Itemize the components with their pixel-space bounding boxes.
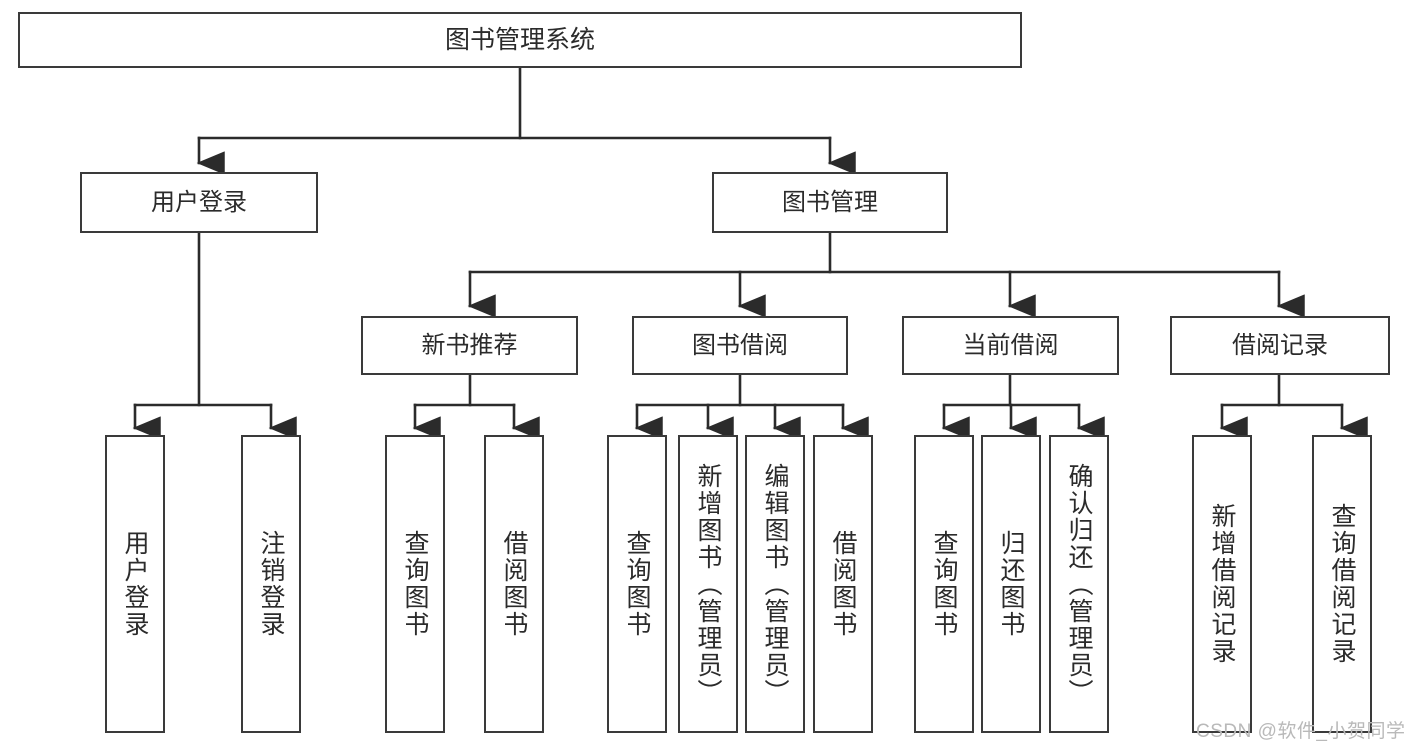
leaf-user-login-login[interactable]: 用户登录 xyxy=(105,435,165,733)
leaf-current-borrow-return-book[interactable]: 归还图书 xyxy=(981,435,1041,733)
leaf-current-borrow-query-book[interactable]: 查询图书 xyxy=(914,435,974,733)
leaf-borrow-record-query-record[interactable]: 查询借阅记录 xyxy=(1312,435,1372,733)
node-label: 当前借阅 xyxy=(962,331,1059,359)
leaf-new-book-borrow-book[interactable]: 借阅图书 xyxy=(484,435,544,733)
csdn-watermark: CSDN @软件_小贺同学 xyxy=(1196,721,1405,742)
node-label: 图书管理 xyxy=(782,188,878,216)
node-book-borrow[interactable]: 图书借阅 xyxy=(632,316,848,375)
node-current-borrow[interactable]: 当前借阅 xyxy=(902,316,1119,375)
node-label: 编辑图书（管理员） xyxy=(761,462,789,706)
node-label: 确认归还（管理员） xyxy=(1065,462,1093,706)
node-label: 借阅图书 xyxy=(500,530,528,638)
node-root-book-management-system[interactable]: 图书管理系统 xyxy=(18,12,1022,68)
node-borrow-record[interactable]: 借阅记录 xyxy=(1170,316,1390,375)
node-label: 用户登录 xyxy=(121,530,149,638)
node-label: 查询图书 xyxy=(623,530,651,638)
leaf-book-borrow-borrow-book[interactable]: 借阅图书 xyxy=(813,435,873,733)
leaf-new-book-query-book[interactable]: 查询图书 xyxy=(385,435,445,733)
node-label: 归还图书 xyxy=(997,530,1025,638)
leaf-user-login-logout[interactable]: 注销登录 xyxy=(241,435,301,733)
node-label: 图书管理系统 xyxy=(444,25,595,54)
leaf-borrow-record-add-record[interactable]: 新增借阅记录 xyxy=(1192,435,1252,733)
node-label: 查询图书 xyxy=(401,530,429,638)
node-label: 借阅记录 xyxy=(1232,331,1328,359)
node-book-management[interactable]: 图书管理 xyxy=(712,172,948,233)
node-label: 注销登录 xyxy=(257,530,285,638)
node-user-login[interactable]: 用户登录 xyxy=(80,172,318,233)
node-label: 查询借阅记录 xyxy=(1328,503,1356,665)
node-label: 新书推荐 xyxy=(421,331,518,359)
node-new-book-recommend[interactable]: 新书推荐 xyxy=(361,316,578,375)
node-label: 查询图书 xyxy=(930,530,958,638)
node-label: 新增借阅记录 xyxy=(1208,503,1236,665)
node-label: 用户登录 xyxy=(151,188,247,216)
node-label: 图书借阅 xyxy=(692,331,788,359)
node-label: 借阅图书 xyxy=(829,530,857,638)
node-label: 新增图书（管理员） xyxy=(694,462,722,706)
leaf-current-borrow-confirm-return-admin[interactable]: 确认归还（管理员） xyxy=(1049,435,1109,733)
leaf-book-borrow-edit-book-admin[interactable]: 编辑图书（管理员） xyxy=(745,435,805,733)
leaf-book-borrow-query-book[interactable]: 查询图书 xyxy=(607,435,667,733)
leaf-book-borrow-add-book-admin[interactable]: 新增图书（管理员） xyxy=(678,435,738,733)
